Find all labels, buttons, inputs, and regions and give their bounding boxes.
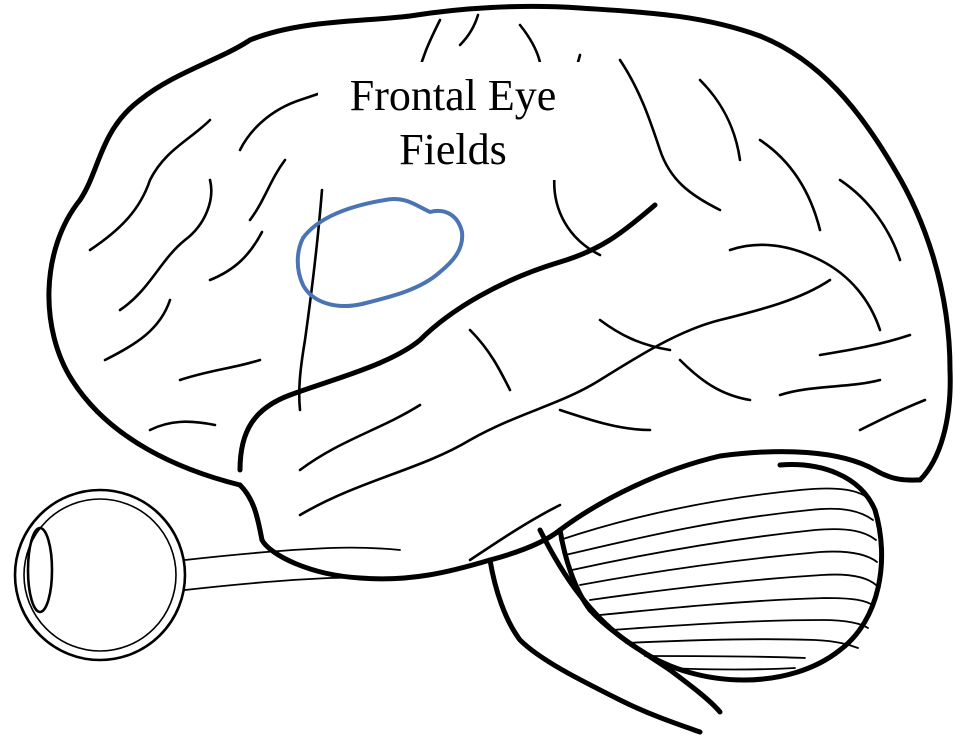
brainstem [490, 530, 720, 732]
label-line-2: Fields [399, 125, 507, 174]
label-line-1: Frontal Eye [350, 71, 557, 120]
temporal-lobe [240, 205, 920, 579]
cerebellum [540, 465, 882, 680]
frontal-eye-fields-highlight [298, 199, 462, 306]
